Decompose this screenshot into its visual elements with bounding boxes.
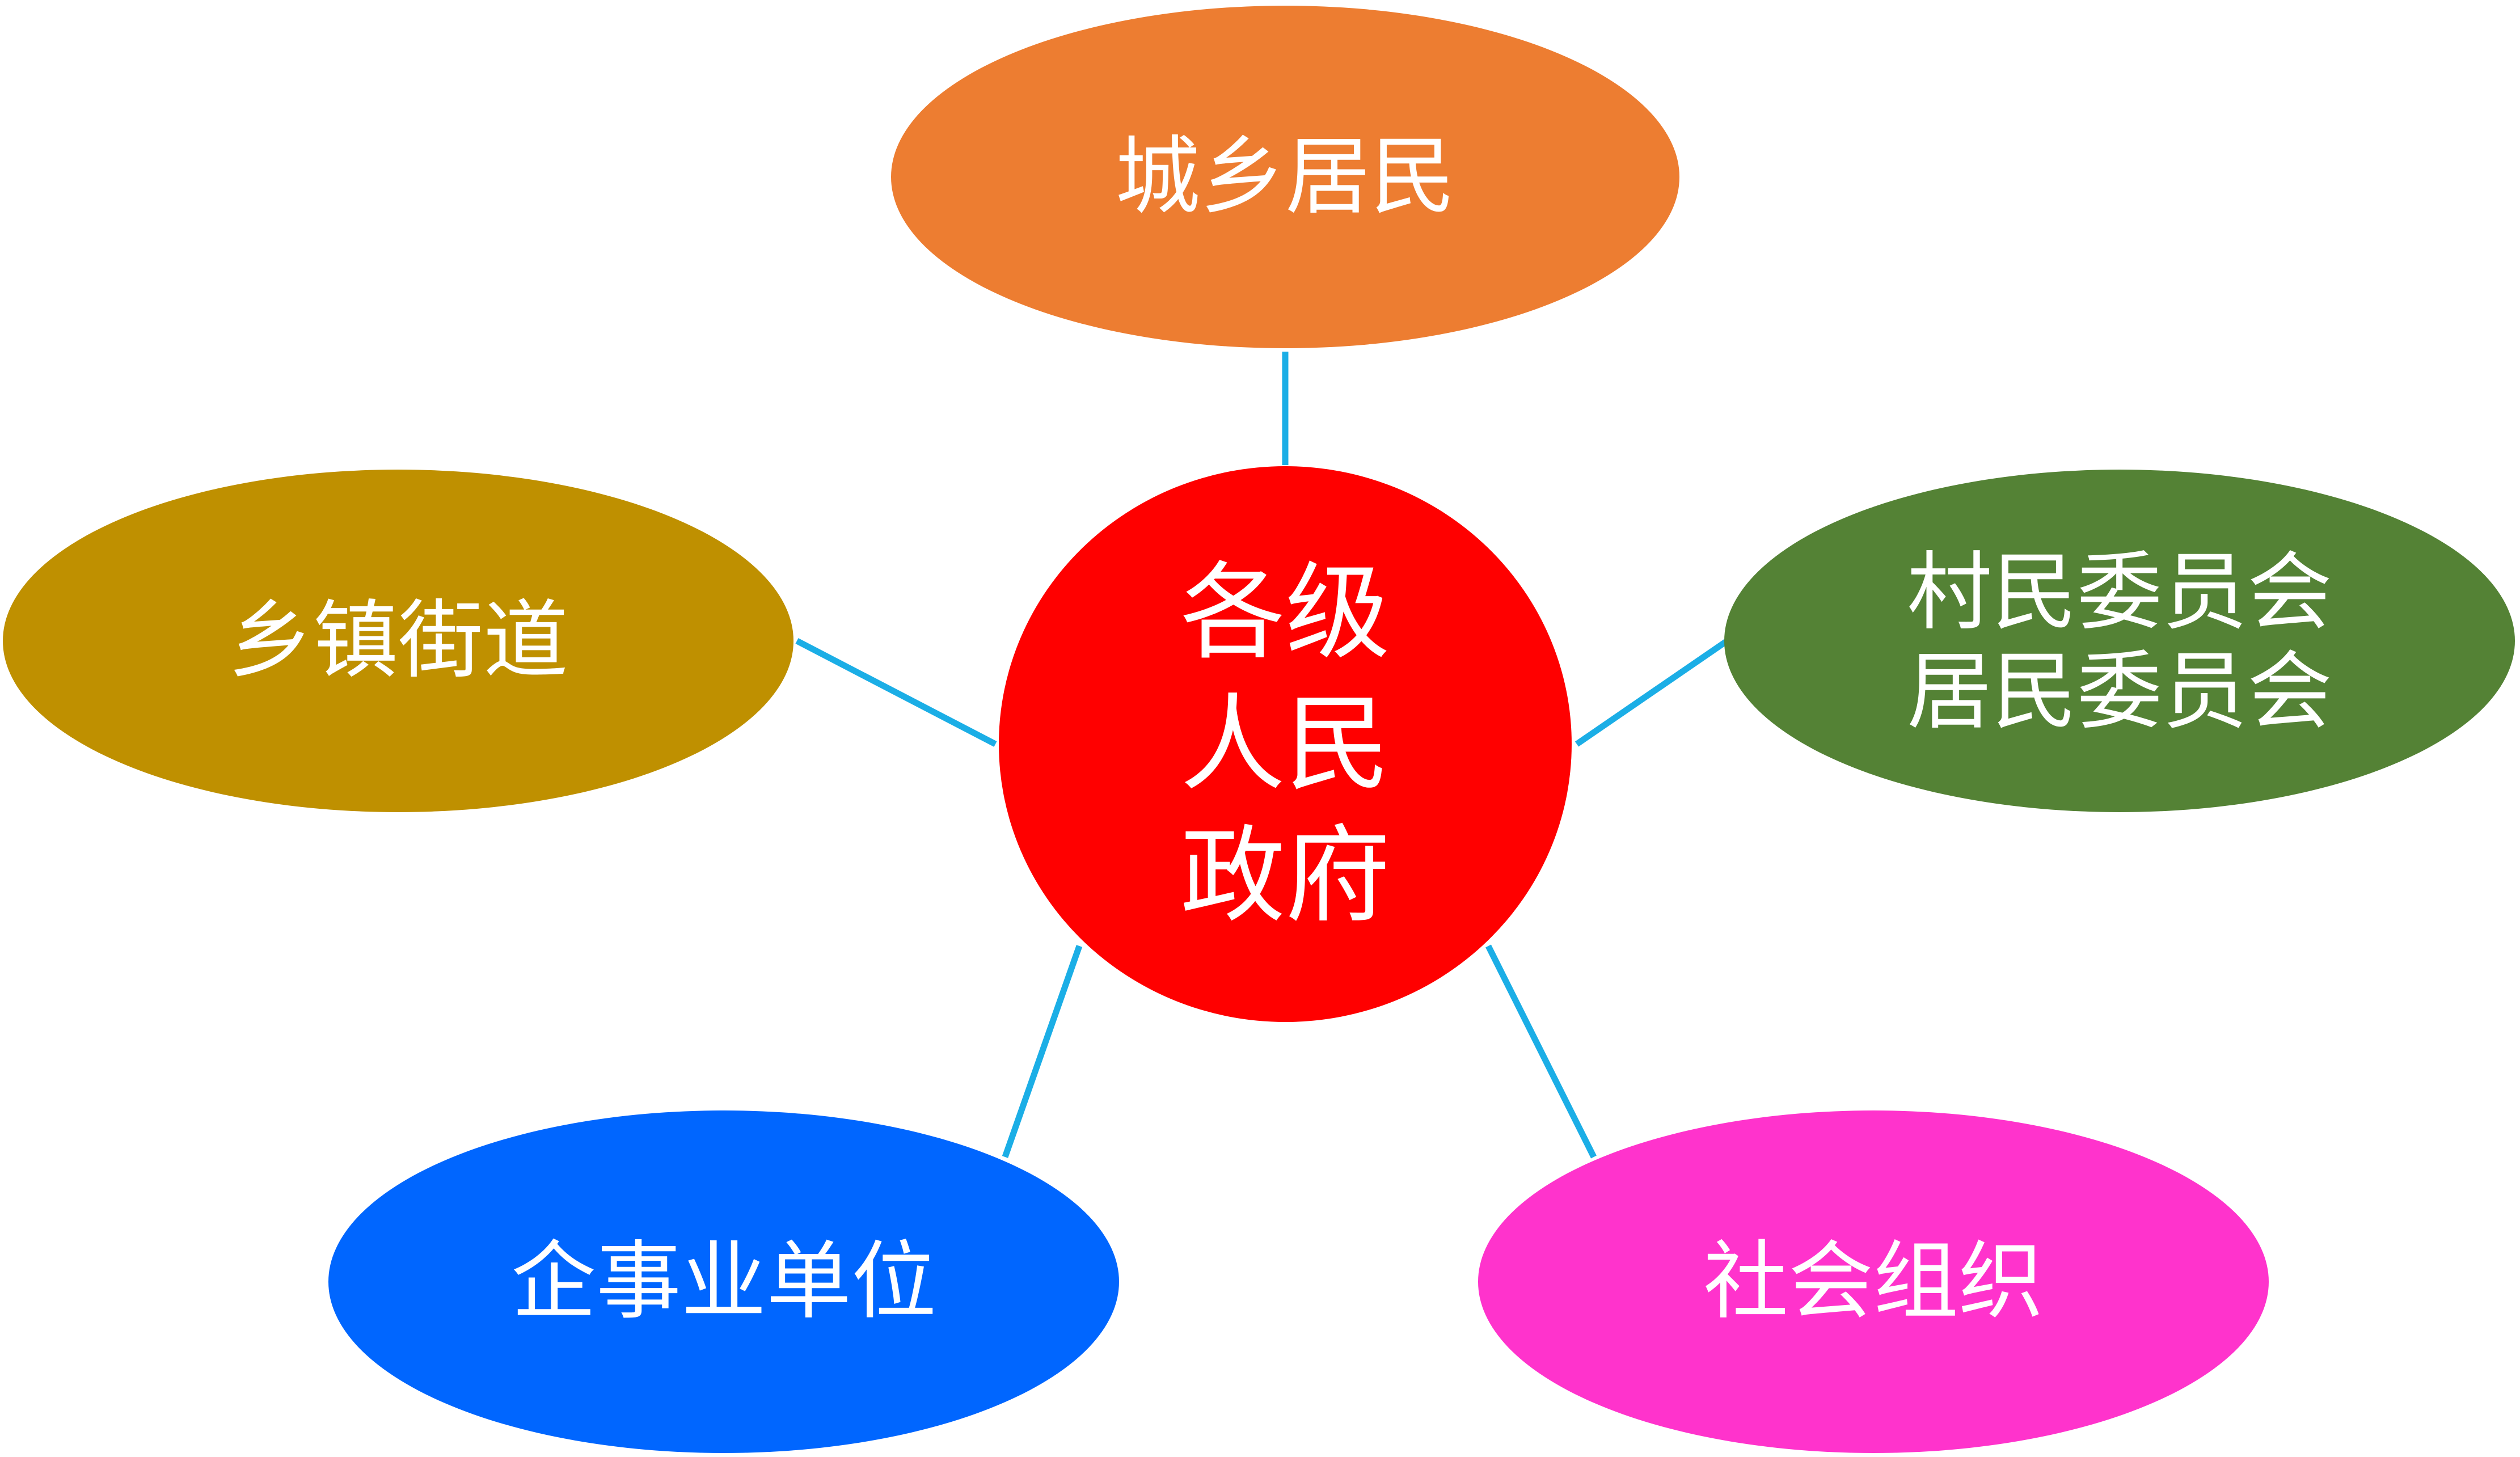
node-enterprises-institutions-shape (328, 1110, 1119, 1453)
connector-enterprises-institutions (1002, 945, 1083, 1158)
node-townships-subdistricts-shape (3, 470, 793, 812)
node-village-residents-committees-label-line1: 村民委员会 (1907, 543, 2332, 642)
center-node-label-line2: 人民 (1180, 683, 1390, 805)
center-node-label-line3: 政府 (1180, 814, 1390, 937)
connector-social-organizations (1485, 944, 1597, 1159)
node-village-residents-committees-label-line2: 居民委员会 (1907, 643, 2332, 741)
node-enterprises-institutions: 企事业单位 (328, 1110, 1119, 1453)
node-social-organizations: 社会组织 (1478, 1110, 2269, 1453)
node-townships-subdistricts-label: 乡镇街道 (228, 592, 568, 690)
center-node-label-line1: 各级 (1180, 551, 1390, 674)
node-urban-rural-residents-shape (891, 6, 1679, 348)
node-urban-rural-residents: 城乡居民 (891, 6, 1679, 348)
center-node-shape (999, 466, 1572, 1022)
node-social-organizations-label: 社会组织 (1703, 1232, 2044, 1331)
connectors (795, 352, 1729, 1159)
connector-townships-subdistricts (795, 638, 997, 747)
node-village-residents-committees-shape (1724, 470, 2515, 812)
node-village-residents-committees: 村民委员会 居民委员会 (1724, 470, 2515, 812)
node-townships-subdistricts: 乡镇街道 (3, 470, 793, 812)
center-node: 各级 人民 政府 (999, 466, 1572, 1022)
node-social-organizations-shape (1478, 1110, 2269, 1453)
node-urban-rural-residents-label: 城乡居民 (1115, 128, 1455, 226)
node-enterprises-institutions-label: 企事业单位 (511, 1232, 936, 1331)
connector-village-residents-committees (1575, 638, 1729, 747)
